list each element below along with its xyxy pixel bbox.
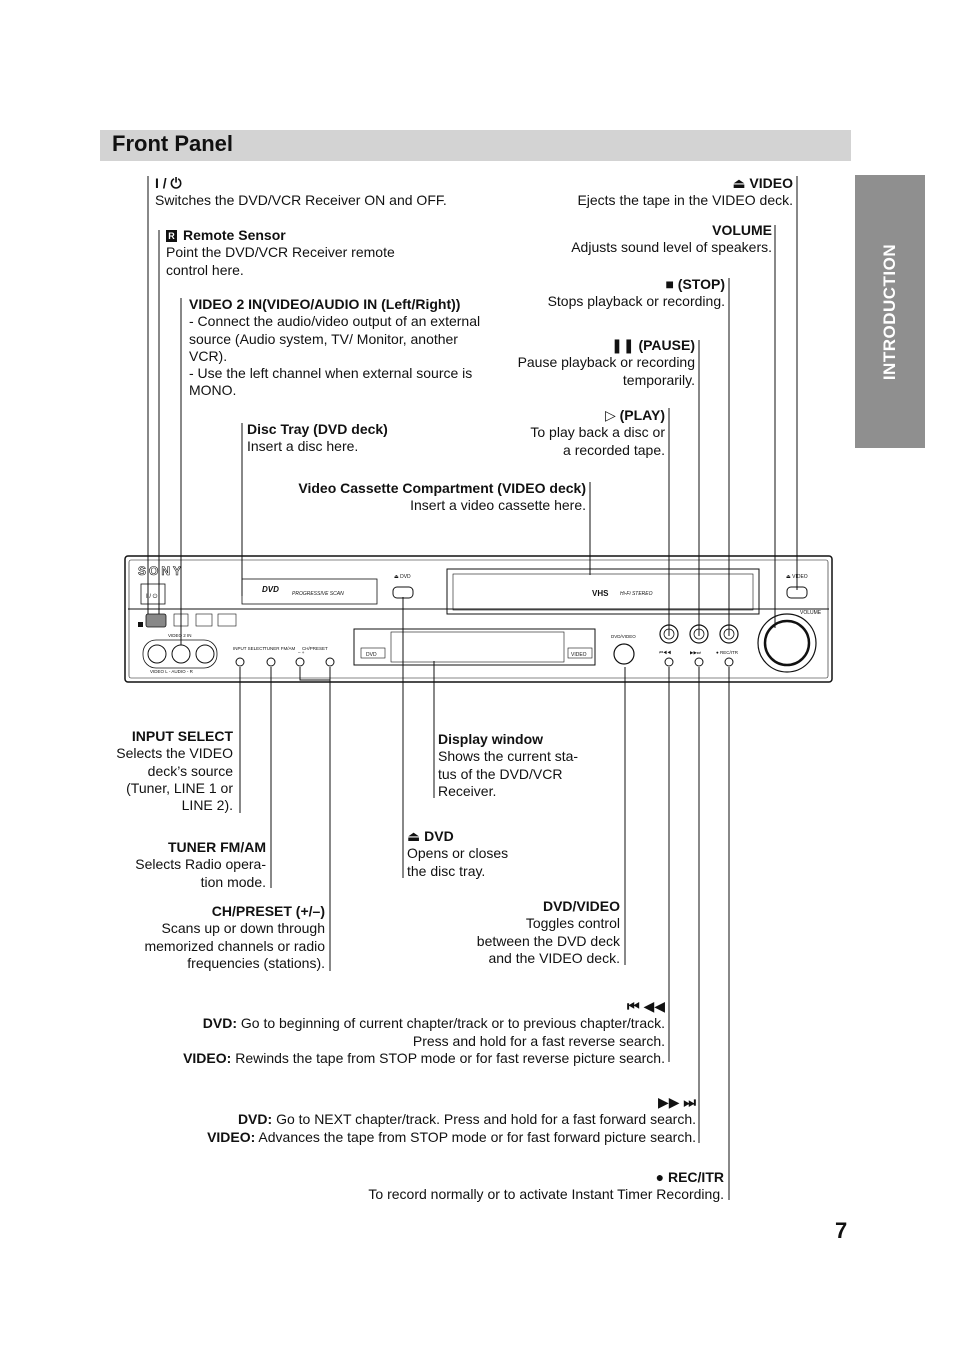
- dvd-eject-shape: [392, 586, 414, 599]
- label-pause: ❚❚ (PAUSE) Pause playback or recording t…: [517, 337, 695, 388]
- ff-shape: [694, 657, 704, 667]
- rec-shape: [724, 657, 734, 667]
- svg-text:⏮◀◀: ⏮◀◀: [659, 650, 671, 655]
- svg-text:DVD: DVD: [366, 652, 377, 658]
- stop-shape: [719, 624, 739, 644]
- volume-knob-shape: [757, 613, 817, 673]
- svg-text:I / ⏻: I / ⏻: [146, 593, 158, 600]
- section-title-bar: Front Panel: [100, 130, 851, 161]
- unit-body: [124, 555, 833, 683]
- svg-text:⏏ DVD: ⏏ DVD: [394, 574, 411, 580]
- svg-text:▶▶⏭: ▶▶⏭: [690, 650, 701, 655]
- remote-sensor-icon: R: [166, 230, 177, 242]
- svg-text:DVD: DVD: [262, 585, 279, 594]
- svg-text:VIDEO L - AUDIO - R: VIDEO L - AUDIO - R: [150, 669, 194, 674]
- svg-text:⏏ VIDEO: ⏏ VIDEO: [786, 574, 808, 580]
- rew-shape: [664, 657, 674, 667]
- svg-text:PROGRESSIVE SCAN: PROGRESSIVE SCAN: [292, 591, 344, 597]
- ch-minus-shape: [295, 657, 305, 667]
- disc-tray-shape: [241, 578, 378, 605]
- input-select-shape: [235, 657, 245, 667]
- svg-text:– +: – +: [298, 650, 305, 655]
- svg-text:TUNER FM/AM: TUNER FM/AM: [264, 646, 295, 651]
- dvd-video-shape: [613, 643, 635, 665]
- leader-ch-bracket: [299, 667, 331, 681]
- svg-text:INPUT SELECT: INPUT SELECT: [233, 646, 265, 651]
- label-dvd-eject: ⏏ DVD Opens or closes the disc tray.: [407, 828, 509, 879]
- label-input-select: INPUT SELECT Selects the VIDEO deck’s so…: [116, 728, 233, 814]
- sensor-dot: [138, 622, 143, 627]
- svg-text:CH/PRESET: CH/PRESET: [302, 646, 328, 651]
- label-rec-itr: ● REC/ITR To record normally or to activ…: [368, 1169, 724, 1203]
- label-play: ▷ (PLAY) To play back a disc or a record…: [530, 407, 665, 458]
- jack-video: [147, 644, 167, 664]
- power-button-shape: [140, 583, 166, 605]
- pause-shape: [689, 624, 709, 644]
- svg-text:VIDEO 2 IN: VIDEO 2 IN: [168, 633, 192, 638]
- remote-sensor-shape: [145, 613, 167, 628]
- side-tab: INTRODUCTION: [855, 175, 925, 448]
- jack-audio-r: [195, 644, 215, 664]
- cassette-door-shape: [446, 568, 760, 615]
- label-stop: ■ (STOP) Stops playback or recording.: [547, 276, 725, 310]
- label-dvd-video: DVD/VIDEO Toggles control between the DV…: [476, 898, 620, 966]
- svg-text:VHS: VHS: [592, 589, 609, 598]
- label-tuner: TUNER FM/AM Selects Radio opera- tion mo…: [135, 839, 266, 890]
- label-ch-preset: CH/PRESET (+/–) Scans up or down through…: [144, 903, 325, 971]
- label-rewind: ⏮ ◀◀ DVD: Go to beginning of current cha…: [183, 998, 665, 1066]
- label-fast-forward: ▶▶ ⏭ DVD: Go to NEXT chapter/track. Pres…: [207, 1094, 696, 1145]
- svg-text:DVD/VIDEO: DVD/VIDEO: [611, 634, 636, 639]
- svg-text:VOLUME: VOLUME: [800, 610, 822, 616]
- video-eject-shape: [786, 586, 808, 599]
- label-disc-tray: Disc Tray (DVD deck) Insert a disc here.: [247, 421, 388, 455]
- display-window-shape: [353, 628, 596, 666]
- label-power: I / ⏻ Switches the DVD/VCR Receiver ON a…: [155, 175, 447, 209]
- page-number: 7: [835, 1218, 848, 1243]
- svg-text:VIDEO: VIDEO: [571, 652, 587, 658]
- label-video2-in: VIDEO 2 IN(VIDEO/AUDIO IN (Left/Right)) …: [189, 296, 481, 399]
- section-title: Front Panel: [112, 131, 234, 156]
- label-video-eject: ⏏ VIDEO Ejects the tape in the VIDEO dec…: [577, 175, 793, 209]
- play-shape: [659, 624, 679, 644]
- label-display-window: Display window Shows the current sta- tu…: [438, 731, 579, 799]
- tuner-shape: [266, 657, 276, 667]
- svg-text:● REC/ITR: ● REC/ITR: [716, 650, 739, 655]
- ch-plus-shape: [325, 657, 335, 667]
- label-cassette-compartment: Video Cassette Compartment (VIDEO deck) …: [298, 480, 586, 514]
- jack-audio-l: [171, 644, 191, 664]
- brand-logo: SONY: [138, 564, 184, 578]
- label-volume: VOLUME Adjusts sound level of speakers.: [571, 222, 772, 256]
- svg-text:Hi-Fi STEREO: Hi-Fi STEREO: [620, 591, 653, 597]
